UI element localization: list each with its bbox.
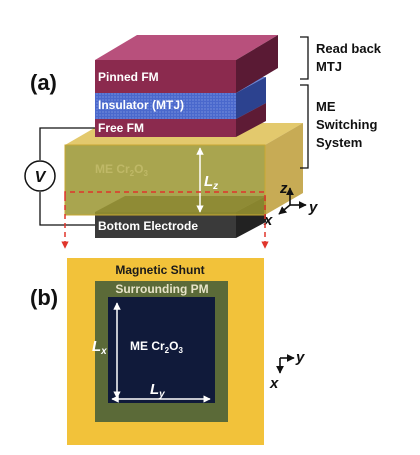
read-back-bracket: Read back MTJ — [300, 36, 382, 80]
panel-b-label: (b) — [30, 285, 58, 310]
me-core-label: ME Cr2O3 — [130, 339, 183, 355]
voltage-source-icon — [24, 160, 56, 192]
panel-b: (b) Magnetic Shunt Surrounding PM ME Cr2… — [30, 258, 305, 445]
free-fm-label: Free FM — [98, 121, 144, 135]
me-core — [108, 297, 215, 403]
axis-b-x-label: x — [269, 375, 279, 392]
voltage-label: V — [35, 169, 47, 186]
axis-b-y-label: y — [295, 349, 305, 366]
projection-lines — [61, 191, 269, 249]
me-switching-label-2: Switching — [316, 117, 377, 132]
voltage-circuit: V — [24, 127, 95, 226]
axis-y-label: y — [308, 199, 318, 216]
read-back-label-2: MTJ — [316, 59, 342, 74]
axis-triad-a: z y x — [263, 180, 318, 229]
pinned-fm-label: Pinned FM — [98, 70, 159, 84]
lz-label: Lz — [204, 173, 218, 192]
lz-dimension: Lz — [196, 147, 218, 213]
pinned-fm-layer: Pinned FM — [95, 35, 278, 93]
me-layer-label: ME Cr2O3 — [95, 162, 148, 178]
magnetic-shunt-label: Magnetic Shunt — [115, 263, 204, 277]
me-switching-bracket: ME Switching System — [300, 84, 377, 169]
me-cr2o3-layer: ME Cr2O3 — [64, 123, 303, 216]
axis-pair-b: y x — [269, 349, 305, 392]
axis-z-label: z — [279, 180, 288, 197]
axis-x-label: x — [263, 212, 273, 229]
insulator-label: Insulator (MTJ) — [98, 98, 184, 112]
me-switching-label-3: System — [316, 135, 362, 150]
panel-a-label: (a) — [30, 70, 57, 95]
panel-a: (a) Bottom Electrode ME Cr2O3 Free FM — [24, 35, 382, 249]
lx-label: Lx — [92, 338, 107, 357]
bottom-electrode-label: Bottom Electrode — [98, 219, 198, 233]
read-back-label-1: Read back — [316, 41, 382, 56]
lx-dimension: Lx — [92, 302, 121, 399]
ly-dimension: Ly — [111, 381, 211, 403]
surrounding-pm-label: Surrounding PM — [115, 282, 208, 296]
ly-label: Ly — [150, 381, 165, 400]
me-switching-label-1: ME — [316, 99, 336, 114]
